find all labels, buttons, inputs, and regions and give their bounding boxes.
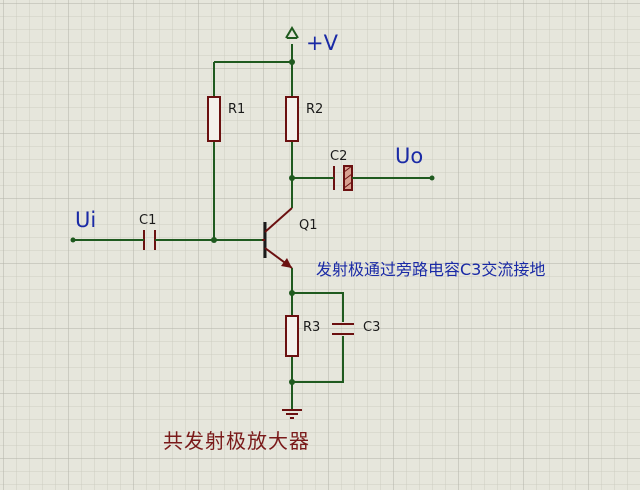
annotation-bypass: 发射极通过旁路电容C3交流接地 [316, 260, 545, 279]
label-c1: C1 [139, 213, 156, 228]
capacitor-c2[interactable] [329, 165, 355, 191]
emitter-arrow-icon [281, 258, 292, 268]
label-r2: R2 [306, 102, 323, 117]
wire-c3-ground [292, 336, 344, 383]
wires [73, 44, 432, 410]
terminal-output [429, 175, 435, 181]
vcc-arrow-icon [285, 26, 299, 39]
junction-collector [289, 175, 295, 181]
resistor-r1[interactable] [207, 96, 221, 142]
label-c2: C2 [330, 149, 347, 164]
junction-ground [289, 379, 295, 385]
resistor-r2[interactable] [285, 96, 299, 142]
wire-node-c3 [292, 292, 344, 322]
junctions [70, 59, 435, 385]
diagram-title: 共发射极放大器 [163, 429, 310, 453]
capacitor-c3[interactable] [332, 323, 354, 335]
capacitor-c1[interactable] [140, 230, 159, 250]
label-output: Uo [395, 144, 423, 168]
junction-base [211, 237, 217, 243]
label-r1: R1 [228, 102, 245, 117]
label-c3: C3 [363, 320, 380, 335]
resistor-r3[interactable] [285, 315, 299, 357]
junction-top [289, 59, 295, 65]
label-r3: R3 [303, 320, 320, 335]
label-q1: Q1 [299, 218, 318, 233]
label-input: Ui [75, 208, 96, 232]
transistor-q1[interactable] [262, 207, 293, 269]
junction-emitter [289, 290, 295, 296]
label-vcc: +V [306, 31, 339, 55]
ground-icon [282, 409, 302, 419]
terminal-input [70, 237, 76, 243]
